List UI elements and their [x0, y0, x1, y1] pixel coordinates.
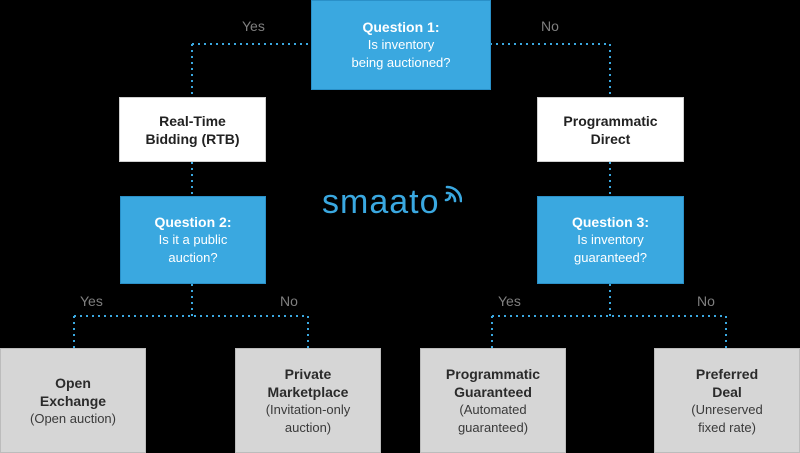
smaato-logo: smaato	[322, 182, 462, 222]
question-1-line: being auctioned?	[351, 55, 451, 70]
edge-label-q2-yes: Yes	[80, 293, 103, 309]
question-2-line: Is it a public	[158, 232, 228, 247]
wifi-signal-icon	[444, 185, 462, 203]
question-3-line: guaranteed?	[573, 250, 647, 265]
question-3-node: Question 3: Is inventory guaranteed?	[537, 196, 684, 284]
question-1-title: Question 1:	[362, 19, 440, 35]
outcome-title-line: Open	[55, 374, 91, 391]
outcome-open-exchange: Open Exchange (Open auction)	[0, 348, 146, 453]
outcome-title-line: Private	[284, 365, 332, 382]
outcome-sub-line: guaranteed)	[457, 419, 529, 435]
edge-label-q3-yes: Yes	[498, 293, 521, 309]
outcome-title-line: Preferred	[695, 365, 759, 382]
outcome-title-line: Programmatic	[445, 365, 541, 382]
rtb-node: Real-Time Bidding (RTB)	[119, 97, 266, 162]
question-1-node: Question 1: Is inventory being auctioned…	[311, 0, 491, 90]
question-2-title: Question 2:	[154, 214, 232, 230]
outcome-title-line: Guaranteed	[454, 383, 532, 400]
rtb-line: Real-Time	[159, 112, 226, 129]
pd-line: Direct	[590, 130, 631, 147]
edge-label-q1-yes: Yes	[242, 18, 265, 34]
question-2-node: Question 2: Is it a public auction?	[120, 196, 266, 284]
outcome-sub-line: (Unreserved	[691, 401, 763, 417]
outcome-preferred-deal: Preferred Deal (Unreserved fixed rate)	[654, 348, 800, 453]
edge-label-q1-no: No	[541, 18, 559, 34]
outcome-sub-line: (Automated	[459, 401, 527, 417]
outcome-programmatic-guaranteed: Programmatic Guaranteed (Automated guara…	[420, 348, 566, 453]
outcome-title-line: Exchange	[39, 392, 107, 409]
question-3-title: Question 3:	[571, 214, 649, 230]
rtb-line: Bidding (RTB)	[145, 130, 240, 147]
outcome-title-line: Marketplace	[267, 383, 349, 400]
question-1-line: Is inventory	[367, 37, 435, 52]
outcome-sub-line: (Open auction)	[30, 410, 116, 426]
outcome-sub-line: (Invitation-only	[265, 401, 351, 417]
pd-line: Programmatic	[563, 112, 658, 129]
edge-label-q2-no: No	[280, 293, 298, 309]
question-3-line: Is inventory	[577, 232, 644, 247]
edge-label-q3-no: No	[697, 293, 715, 309]
question-2-line: auction?	[168, 250, 218, 265]
outcome-sub-line: auction)	[284, 419, 332, 435]
outcome-private-marketplace: Private Marketplace (Invitation-only auc…	[235, 348, 381, 453]
programmatic-direct-node: Programmatic Direct	[537, 97, 684, 162]
outcome-title-line: Deal	[712, 383, 742, 400]
logo-text: smaato	[322, 183, 440, 221]
outcome-sub-line: fixed rate)	[698, 419, 756, 435]
